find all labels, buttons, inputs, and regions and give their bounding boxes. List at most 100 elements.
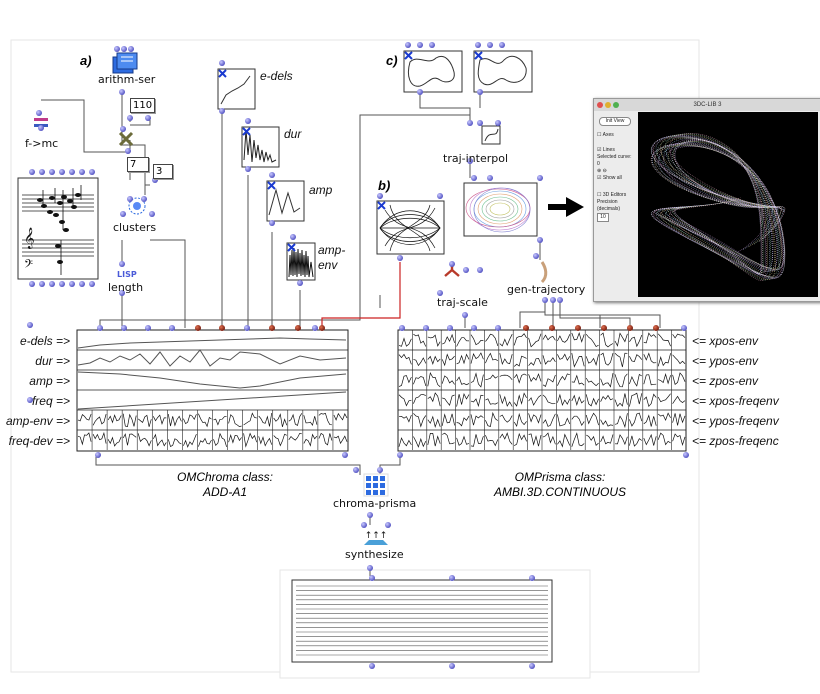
inlet-dot[interactable] (38, 125, 44, 131)
inlet-dot[interactable] (219, 60, 225, 66)
inlet-dot[interactable] (245, 118, 251, 124)
inlet-dot[interactable] (533, 253, 539, 259)
inlet-dot[interactable] (397, 255, 403, 261)
trajectory-box-2[interactable] (473, 50, 533, 93)
inlet-dot[interactable] (487, 42, 493, 48)
inlet-dot[interactable] (417, 42, 423, 48)
inlet-dot[interactable] (537, 237, 543, 243)
inlet-dot[interactable] (471, 175, 477, 181)
inlet-dot[interactable] (475, 42, 481, 48)
inlet-dot[interactable] (119, 89, 125, 95)
outlet-dot[interactable] (523, 325, 529, 331)
inlet-dot[interactable] (127, 196, 133, 202)
inlet-dot[interactable] (529, 663, 535, 669)
inlet-dot[interactable] (121, 325, 127, 331)
outlet-dot[interactable] (627, 325, 633, 331)
inlet-dot[interactable] (89, 169, 95, 175)
inlet-dot[interactable] (495, 120, 501, 126)
window-titlebar[interactable]: 3DC-LIB 3 (594, 99, 820, 111)
inlet-dot[interactable] (417, 89, 423, 95)
inlet-dot[interactable] (97, 325, 103, 331)
inlet-dot[interactable] (127, 115, 133, 121)
inlet-dot[interactable] (495, 325, 501, 331)
inlet-dot[interactable] (120, 126, 126, 132)
inlet-dot[interactable] (149, 211, 155, 217)
inlet-dot[interactable] (244, 325, 250, 331)
outlet-dot[interactable] (269, 325, 275, 331)
inlet-dot[interactable] (369, 575, 375, 581)
inlet-dot[interactable] (367, 565, 373, 571)
inlet-dot[interactable] (550, 297, 556, 303)
inlet-dot[interactable] (39, 169, 45, 175)
lines-checkbox[interactable]: ☑ Lines (597, 147, 615, 153)
inlet-dot[interactable] (49, 281, 55, 287)
inlet-dot[interactable] (29, 281, 35, 287)
outlet-dot[interactable] (653, 325, 659, 331)
3d-view[interactable] (638, 112, 818, 297)
inlet-dot[interactable] (463, 267, 469, 273)
inlet-dot[interactable] (447, 325, 453, 331)
inlet-dot[interactable] (169, 325, 175, 331)
inlet-dot[interactable] (219, 108, 225, 114)
inlet-dot[interactable] (69, 169, 75, 175)
inlet-dot[interactable] (49, 169, 55, 175)
outlet-dot[interactable] (295, 325, 301, 331)
outlet-dot[interactable] (601, 325, 607, 331)
inlet-dot[interactable] (119, 261, 125, 267)
inlet-dot[interactable] (79, 169, 85, 175)
inlet-dot[interactable] (79, 281, 85, 287)
inlet-dot[interactable] (121, 46, 127, 52)
omchroma-matrix[interactable] (76, 329, 349, 452)
inlet-dot[interactable] (95, 452, 101, 458)
inlet-dot[interactable] (399, 325, 405, 331)
inlet-dot[interactable] (125, 148, 131, 154)
inlet-dot[interactable] (471, 325, 477, 331)
inlet-dot[interactable] (27, 322, 33, 328)
inlet-dot[interactable] (449, 663, 455, 669)
score-box[interactable]: 𝄞 𝄢 (17, 177, 99, 280)
inlet-dot[interactable] (367, 512, 373, 518)
chroma-prisma-icon[interactable] (363, 473, 389, 497)
inlet-dot[interactable] (557, 297, 563, 303)
curve-stepper[interactable]: ⊕ ⊖ (597, 168, 607, 174)
trajectory-box-1[interactable] (403, 50, 463, 93)
inlet-dot[interactable] (29, 169, 35, 175)
close-icon[interactable] (597, 102, 603, 108)
trajectory-bundle-box[interactable] (376, 200, 445, 255)
inlet-dot[interactable] (120, 211, 126, 217)
inlet-dot[interactable] (353, 467, 359, 473)
omprisma-matrix[interactable] (397, 329, 687, 452)
inlet-dot[interactable] (361, 522, 367, 528)
inlet-dot[interactable] (477, 120, 483, 126)
inlet-dot[interactable] (69, 281, 75, 287)
zoom-icon[interactable] (613, 102, 619, 108)
inlet-dot[interactable] (145, 115, 151, 121)
inlet-dot[interactable] (405, 42, 411, 48)
inlet-dot[interactable] (542, 297, 548, 303)
inlet-dot[interactable] (290, 234, 296, 240)
outlet-dot[interactable] (549, 325, 555, 331)
inlet-dot[interactable] (429, 42, 435, 48)
inlet-dot[interactable] (499, 42, 505, 48)
inlet-dot[interactable] (369, 663, 375, 669)
inlet-dot[interactable] (141, 196, 147, 202)
inlet-dot[interactable] (114, 46, 120, 52)
synthesize-icon[interactable]: ↑↑↑ (364, 531, 388, 545)
bpf-amp[interactable] (266, 180, 305, 222)
3d-editors-checkbox[interactable]: ☐ 3D Editors (597, 192, 627, 198)
sound-output-box[interactable] (291, 579, 553, 663)
outlet-dot[interactable] (319, 325, 325, 331)
inlet-dot[interactable] (397, 452, 403, 458)
inlet-dot[interactable] (36, 110, 42, 116)
init-view-button[interactable]: Init View (599, 117, 631, 126)
inlet-dot[interactable] (449, 261, 455, 267)
precision-input[interactable]: 10 (597, 213, 609, 222)
inlet-dot[interactable] (59, 169, 65, 175)
inlet-dot[interactable] (385, 522, 391, 528)
inlet-dot[interactable] (467, 120, 473, 126)
outlet-dot[interactable] (219, 325, 225, 331)
number-box-7[interactable]: 7 (127, 157, 149, 172)
inlet-dot[interactable] (437, 290, 443, 296)
inlet-dot[interactable] (377, 467, 383, 473)
number-box-3[interactable]: 3 (153, 164, 173, 179)
